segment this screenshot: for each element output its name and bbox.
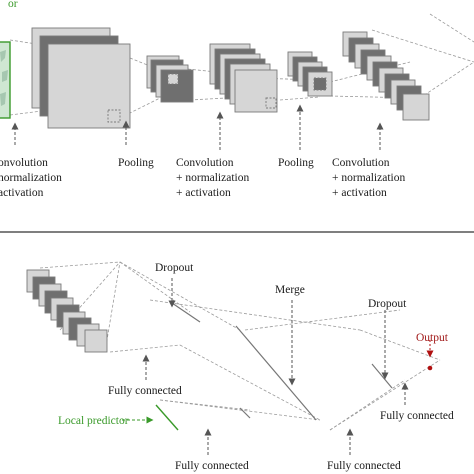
conv2-label-line1: Convolution: [176, 157, 234, 169]
conv1-feature-maps: [31, 27, 131, 129]
dropout1-label: Dropout: [155, 262, 194, 274]
pool1-feature-maps: [146, 55, 194, 103]
conv2-label-line3: + activation: [176, 187, 231, 199]
fc1-label: Fully connected: [108, 385, 182, 397]
conv2-feature-maps: [209, 43, 278, 113]
conv3-label-line2: + normalization: [332, 172, 405, 184]
conv2-label: Convolution + normalization + activation: [176, 157, 249, 199]
fc4-label: Fully connected: [327, 460, 401, 472]
bottom-projection-lines: [39, 261, 441, 431]
conv3-feature-maps: [342, 31, 430, 121]
pool2-feature-maps: [287, 51, 333, 97]
bottom-arrows: [142, 278, 409, 455]
pool2-label: Pooling: [278, 157, 314, 169]
fc3-label: Fully connected: [175, 460, 249, 472]
fc-layer-lines: [171, 302, 393, 421]
bottom-panel: Dropout Merge Dropout Output Fully conne…: [26, 261, 454, 472]
conv3-label-line1: Convolution: [332, 157, 390, 169]
top-arrows: [11, 104, 384, 150]
conv1-label: onvolution normalization activation: [0, 157, 62, 199]
local-predictor-label: Local predictor: [58, 415, 129, 427]
top-panel: or onvolution normalization activation P…: [0, 0, 474, 199]
output-node: [426, 340, 434, 371]
pool1-label: Pooling: [118, 157, 154, 169]
conv3-label: Convolution + normalization + activation: [332, 157, 405, 199]
conv1-label-line3: activation: [0, 187, 44, 199]
conv3-label-line3: + activation: [332, 187, 387, 199]
fc2-label: Fully connected: [380, 410, 454, 422]
output-label: Output: [416, 332, 449, 344]
bottom-feature-stack: [26, 269, 108, 353]
conv2-label-line2: + normalization: [176, 172, 249, 184]
local-predictor-line: [155, 404, 179, 431]
corner-text: or: [8, 0, 18, 10]
conv1-label-line2: normalization: [0, 172, 62, 184]
dropout2-label: Dropout: [368, 298, 407, 310]
conv1-label-line1: onvolution: [0, 157, 48, 169]
merge-label: Merge: [275, 284, 305, 296]
input-image: [0, 41, 11, 119]
